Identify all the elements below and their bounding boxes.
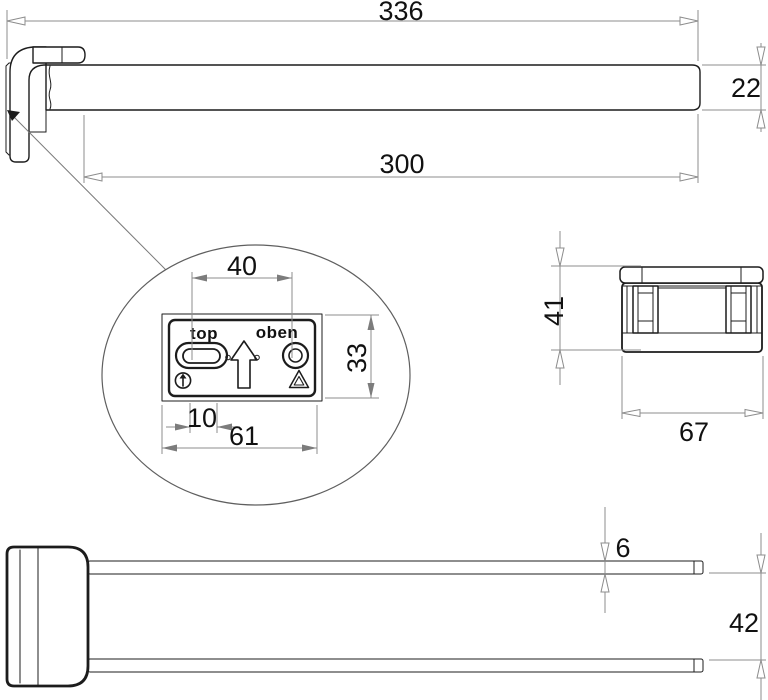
recycling-triangle-icon [288, 369, 310, 389]
dim-plate-width: 61 [161, 405, 318, 454]
dim-bar-thickness: 6 [600, 507, 631, 613]
dim-bar-thickness-value: 6 [615, 533, 630, 563]
lower-bar [87, 658, 704, 673]
arm-elbow [9, 46, 47, 163]
dim-hole-spacing: 40 [191, 251, 293, 360]
molded-label-top: top [190, 324, 218, 343]
towel-bar [45, 64, 701, 111]
dim-plate-height: 33 [325, 314, 379, 399]
upper-bar [87, 560, 704, 575]
dim-plate-width-value: 61 [229, 421, 259, 451]
round-hole-outer [281, 341, 310, 370]
dim-bracket-width-value: 67 [679, 417, 709, 447]
detail-leader [7, 110, 167, 271]
arm-cap [32, 46, 86, 64]
dim-hole-spacing-value: 40 [227, 251, 257, 281]
leader-arrow-icon [7, 110, 20, 121]
molded-label-oben: oben [256, 323, 299, 342]
detail-circle [101, 244, 411, 506]
dim-plate-height-value: 33 [342, 343, 372, 373]
dim-bar-height-value: 22 [731, 73, 761, 103]
dim-slot-offset: 10 [166, 403, 240, 433]
swivel-bracket [5, 545, 90, 688]
dim-bracket-height: 41 [539, 231, 641, 385]
round-hole-inner [288, 348, 303, 363]
dim-bar-length-value: 300 [379, 149, 424, 179]
bottom-view: 6 42 [5, 507, 766, 700]
bracket-top-band [619, 266, 764, 284]
dim-slot-offset-value: 10 [187, 403, 217, 433]
dim-bracket-height-value: 41 [539, 296, 569, 326]
dim-bar-gap-value: 42 [729, 608, 759, 638]
dim-bar-length: 300 [83, 114, 699, 183]
dim-bracket-width: 67 [621, 356, 764, 447]
dim-overall-length: 336 [6, 0, 699, 61]
detail-view: top oben 40 [101, 244, 411, 506]
dim-overall-length-value: 336 [378, 0, 423, 26]
dim-bar-gap: 42 [709, 533, 766, 700]
break-line [48, 65, 52, 110]
circled-arrow-icon [174, 372, 192, 389]
keyhole-slot-inner [182, 348, 221, 364]
front-view: 41 67 [539, 231, 764, 447]
dim-bar-height: 22 [702, 43, 766, 132]
side-view: 336 300 22 [5, 0, 766, 271]
